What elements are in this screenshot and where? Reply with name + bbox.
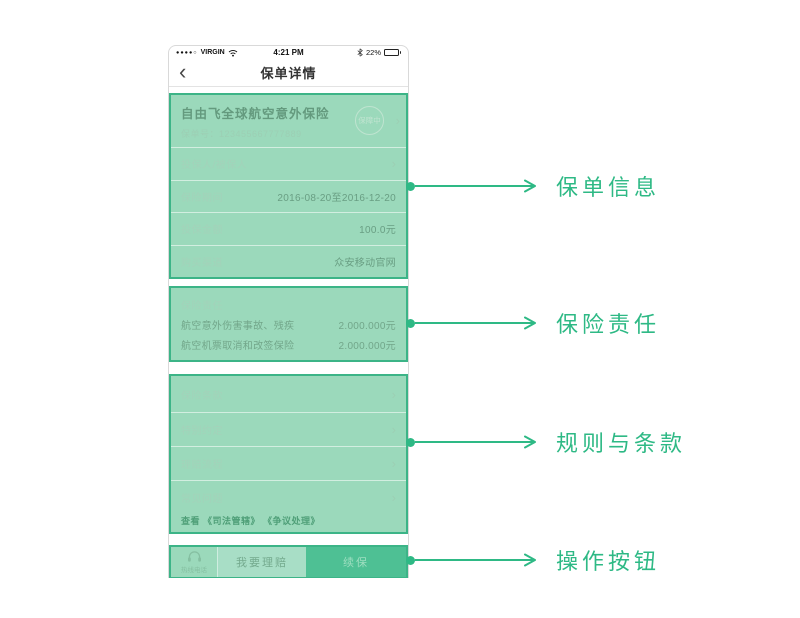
page-title: 保单详情 [260,66,317,81]
row-label: 保险条款 [181,390,223,402]
insured-amount-row: 投保金额 100.0元 [171,212,406,245]
headset-icon [187,551,201,562]
row-value: 2016-08-20至2016-12-20 [277,192,396,204]
arrow-right-icon [415,435,536,449]
purchase-channel-row: 购买渠道 众安移动官网 [171,244,406,278]
row-label: 常见问题 [181,494,223,505]
arrow-right-icon [415,316,536,330]
nav-bar: ‹ 保单详情 [169,59,408,87]
callout-dot [406,181,415,191]
row-label: 投保人/被保人 [181,160,248,172]
row-label: 投保金额 [181,225,223,237]
annotation-action-buttons: 操作按钮 [406,545,660,575]
battery-percent-label: 22% [365,48,381,57]
row-value: 100.0元 [359,225,396,237]
annotation-label: 保险责任 [556,312,661,337]
clock: 4:21 PM [273,48,304,57]
renew-button[interactable]: 续保 [306,547,406,577]
terms-section: 保险条款 › 特别约定 › 理赔流程 › 常见问题 › 查看 《司法管辖》 《争… [169,374,408,534]
hotline-label: 热线电话 [181,567,207,574]
liability-value: 2.000.000元 [338,320,396,332]
annotation-rules-terms: 规则与条款 [406,427,686,457]
chevron-right-icon: › [395,113,400,128]
callout-dot [406,437,415,447]
chevron-right-icon: › [391,156,396,172]
liability-value: 2.000.000元 [338,340,396,352]
phone-mockup: ●●●●○ VIRGIN 4:21 PM 22% ‹ [168,45,409,578]
status-right: 22% [357,48,401,57]
special-agreement-row[interactable]: 特别约定 › [171,412,406,446]
annotation-label: 规则与条款 [556,431,687,456]
callout-dot [406,555,415,565]
annotation-label: 操作按钮 [556,549,661,574]
row-label: 保险期间 [181,192,223,204]
carrier-label: VIRGIN [200,49,225,56]
renew-label: 续保 [343,557,369,569]
claim-button[interactable]: 我要理赔 [217,547,306,577]
product-name: 自由飞全球航空意外保险 [181,107,330,121]
hotline-button[interactable]: 热线电话 [171,547,217,577]
annotation-liability: 保险责任 [406,308,660,338]
bluetooth-icon [357,48,363,57]
claim-process-row[interactable]: 理赔流程 › [171,446,406,480]
row-label: 理赔流程 [181,460,223,471]
status-badge: 保障中 [355,106,384,135]
back-chevron-icon[interactable]: ‹ [179,59,187,84]
battery-icon [384,49,401,56]
claim-label: 我要理赔 [236,557,288,569]
chevron-right-icon: › [391,456,396,471]
annotation-label: 保单信息 [556,175,661,200]
faq-row[interactable]: 常见问题 › [171,480,406,514]
liability-header: 保险责任 [181,301,223,312]
insurance-period-row: 保险期间 2016-08-20至2016-12-20 [171,179,406,213]
liability-label: 航空意外伤害事故、残疾 [181,320,295,332]
policy-header-row[interactable]: 自由飞全球航空意外保险 保单号：123455667777889 保障中 › [171,95,406,147]
liability-row: 航空机票取消和改签保险 2.000.000元 [171,334,406,354]
liability-label: 航空机票取消和改签保险 [181,340,295,352]
chevron-right-icon: › [391,490,396,505]
insurance-terms-row[interactable]: 保险条款 › [171,376,406,412]
liability-row: 航空意外伤害事故、残疾 2.000.000元 [171,314,406,334]
action-bar: 热线电话 我要理赔 续保 [169,545,408,578]
legal-links[interactable]: 查看 《司法管辖》 《争议处理》 [181,516,321,526]
row-value: 众安移动官网 [334,257,396,269]
policy-info-section: 自由飞全球航空意外保险 保单号：123455667777889 保障中 › 投保… [169,93,408,279]
row-label: 购买渠道 [181,257,223,269]
chevron-right-icon: › [391,386,396,402]
status-bar: ●●●●○ VIRGIN 4:21 PM 22% [169,46,408,59]
policy-number: 保单号：123455667777889 [181,129,302,139]
status-left: ●●●●○ VIRGIN [176,49,238,57]
arrow-right-icon [415,553,536,567]
signal-strength-icon: ●●●●○ [176,49,198,56]
insured-person-row[interactable]: 投保人/被保人 › [171,147,406,180]
arrow-right-icon [415,179,536,193]
wifi-icon [228,49,238,57]
annotation-policy-info: 保单信息 [406,171,660,201]
row-label: 特别约定 [181,426,223,437]
chevron-right-icon: › [391,422,396,437]
callout-dot [406,318,415,328]
liability-section: 保险责任 航空意外伤害事故、残疾 2.000.000元 航空机票取消和改签保险 … [169,286,408,362]
